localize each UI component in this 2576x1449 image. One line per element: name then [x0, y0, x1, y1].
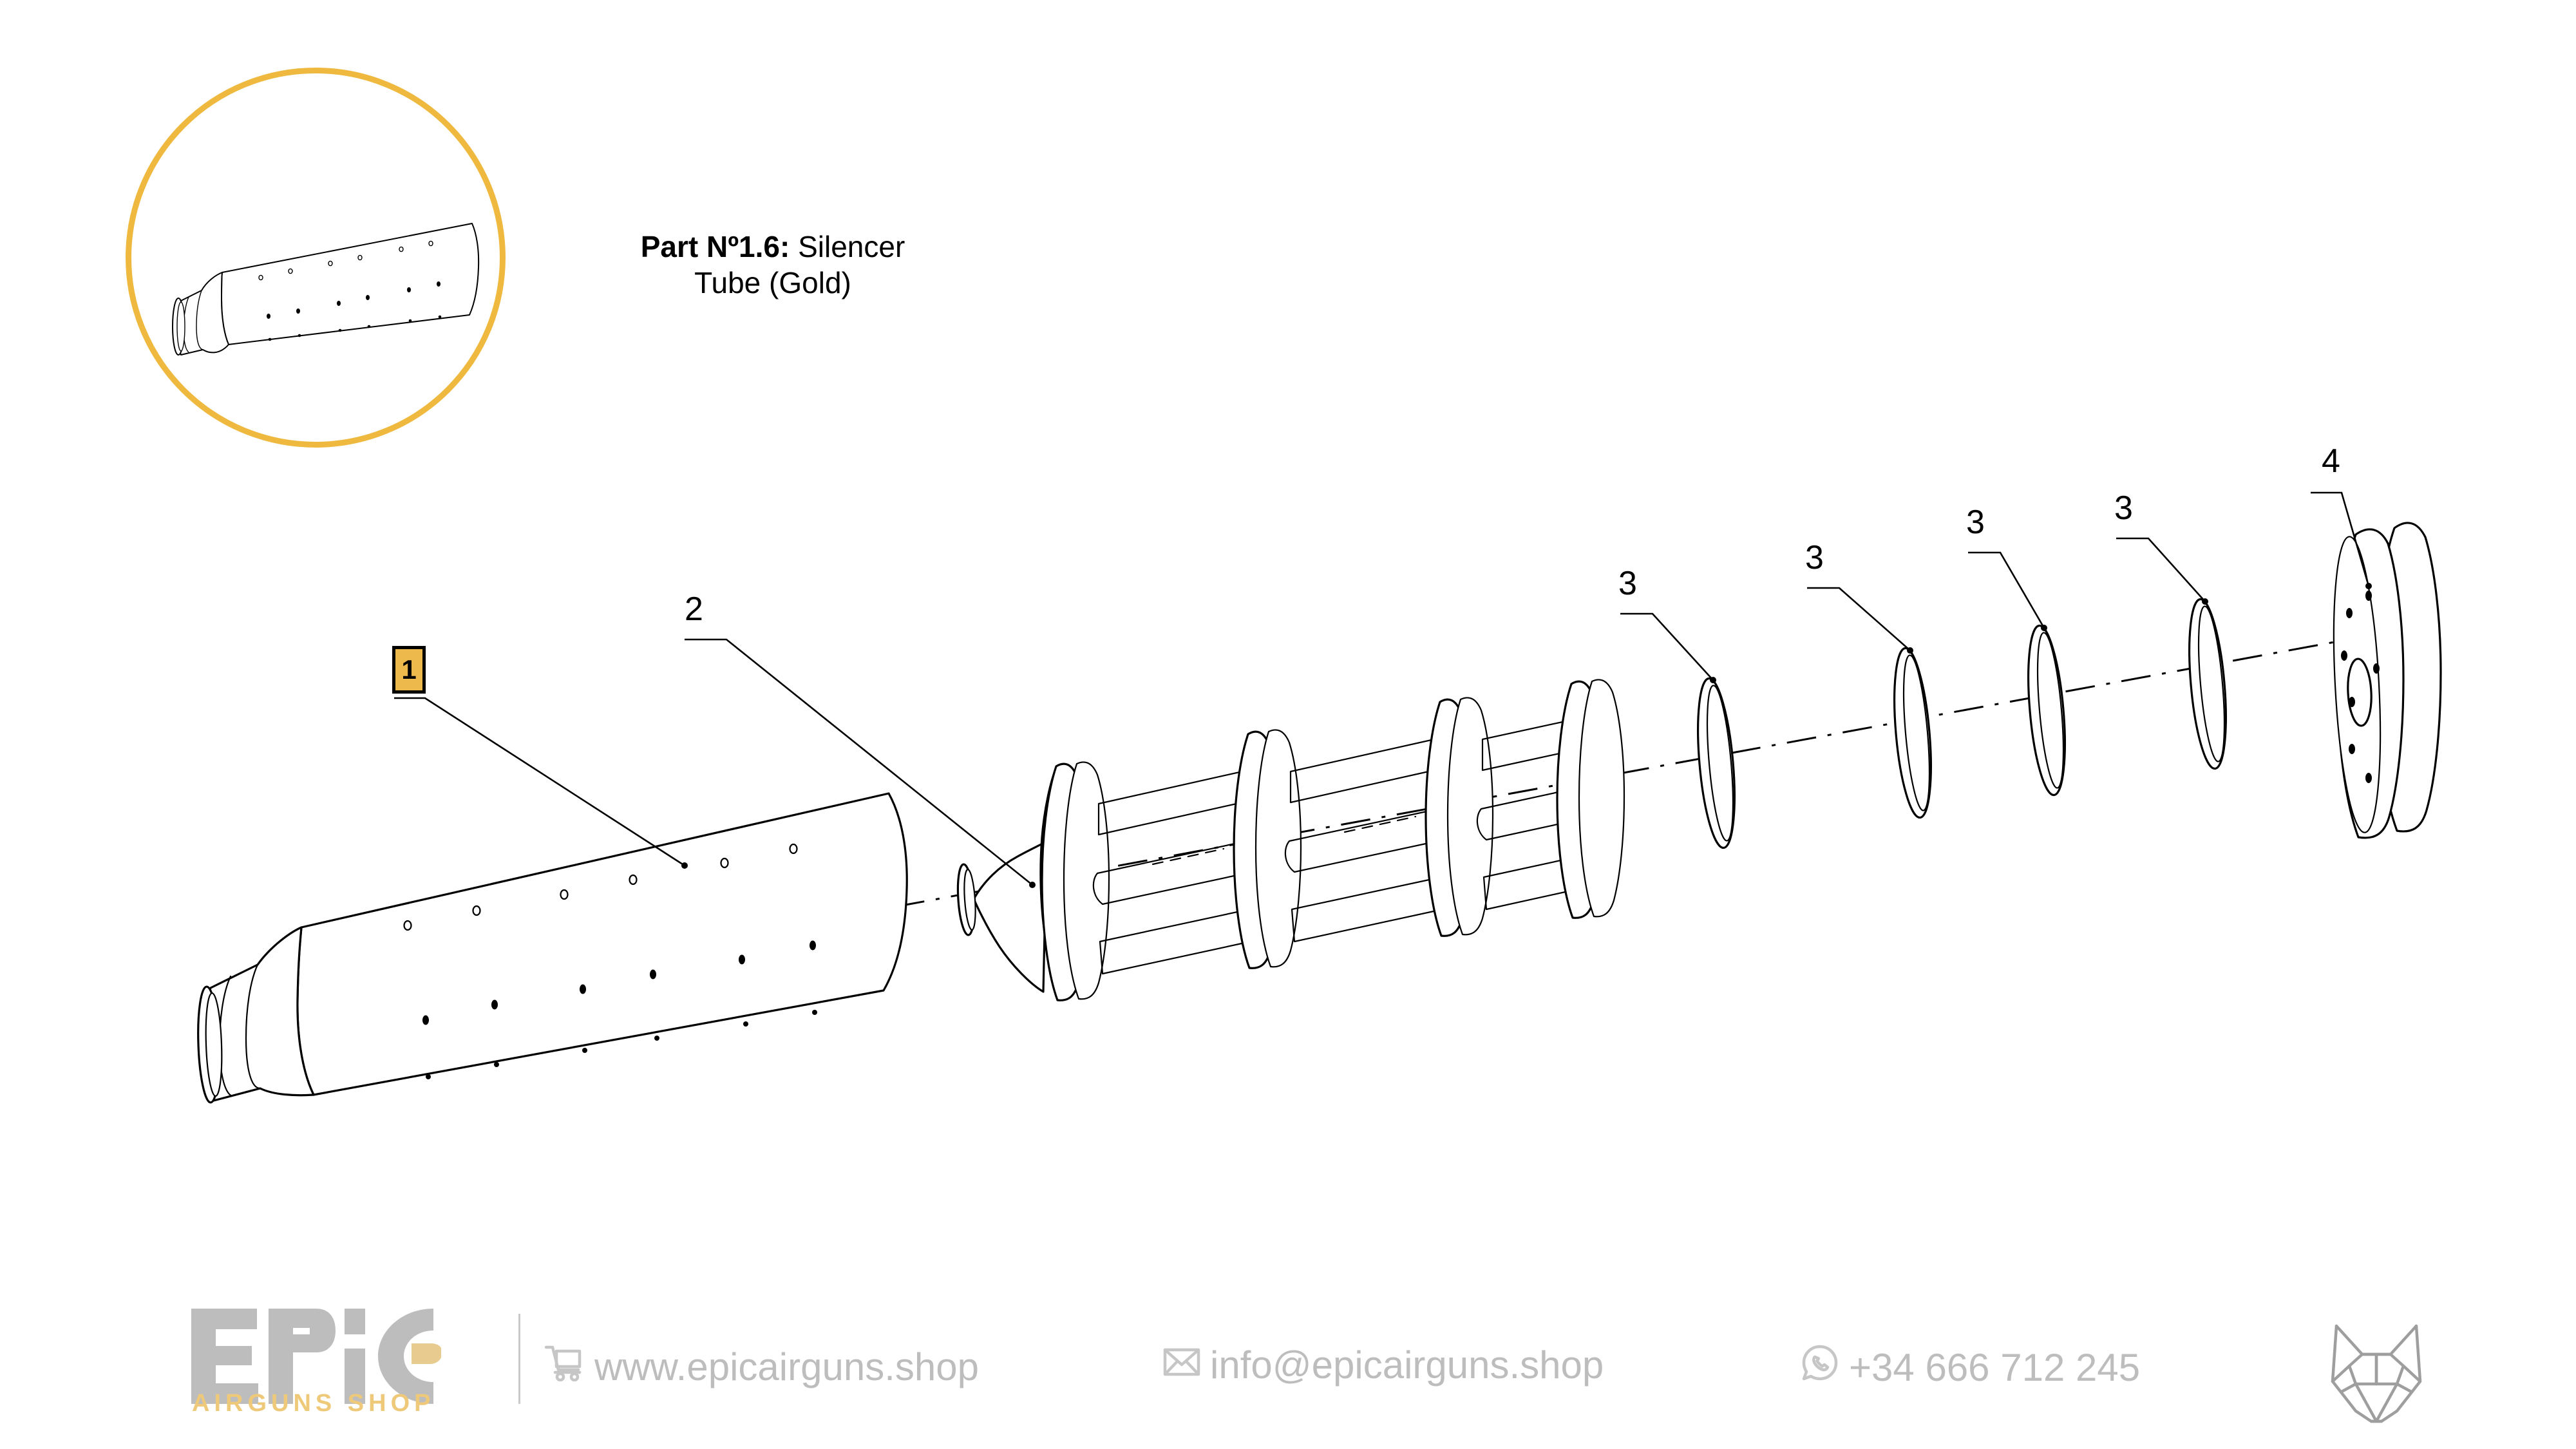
baffle-disc-rear	[1556, 679, 1625, 919]
footer-email[interactable]: info@epicairguns.shop	[1162, 1343, 1604, 1387]
detail-inset-ring	[126, 68, 506, 448]
callout-label-2[interactable]: 2	[685, 591, 703, 628]
part-4-end-cap	[2333, 522, 2442, 839]
whatsapp-icon	[1800, 1343, 1840, 1392]
part-3-o-rings	[1697, 598, 2227, 849]
page-footer: AIRGUNS SHOP www.epicairguns.shop	[0, 1282, 2576, 1449]
leader-line-2	[685, 638, 1036, 888]
callout-label-4[interactable]: 4	[2322, 442, 2340, 480]
part-2-baffle-stack	[956, 679, 1625, 1001]
detail-inset-artwork	[172, 223, 480, 355]
leader-line-4	[2311, 491, 2372, 589]
callout-label-3-b[interactable]: 3	[1805, 539, 1824, 576]
part-name-label: Silencer	[790, 230, 905, 263]
footer-divider	[518, 1314, 520, 1404]
footer-website-text: www.epicairguns.shop	[594, 1345, 979, 1388]
footer-phone-text: +34 666 712 245	[1849, 1345, 2141, 1389]
envelope-icon	[1162, 1343, 1201, 1387]
wolf-head-icon	[2331, 1324, 2422, 1423]
o-ring	[1697, 677, 1736, 849]
o-ring	[2188, 598, 2227, 770]
footer-email-text: info@epicairguns.shop	[1210, 1343, 1604, 1387]
centre-axis-line	[895, 633, 2377, 908]
callout-label-3-d[interactable]: 3	[2114, 489, 2133, 527]
page-title-line-1: Part Nº1.6: Silencer	[567, 229, 979, 265]
shopping-cart-icon	[544, 1343, 585, 1390]
footer-phone[interactable]: +34 666 712 245	[1800, 1343, 2140, 1392]
leader-lines-3	[1620, 537, 2208, 683]
tube-perforations-upper	[403, 843, 798, 931]
callout-badge-1[interactable]: 1	[392, 646, 426, 694]
o-ring	[2027, 624, 2066, 797]
page-title-line-2: Tube (Gold)	[694, 266, 851, 300]
part-number-label: Part Nº1.6:	[640, 230, 790, 263]
baffle-disc-middle-2	[1425, 697, 1494, 937]
detail-inset	[126, 68, 506, 448]
footer-website[interactable]: www.epicairguns.shop	[544, 1343, 979, 1390]
o-ring	[1893, 647, 1932, 819]
callout-label-3-a[interactable]: 3	[1618, 565, 1637, 602]
epic-logo	[191, 1309, 441, 1404]
tube-perforations-middle	[422, 940, 816, 1025]
callout-label-3-c[interactable]: 3	[1966, 504, 1985, 541]
page-title: Part Nº1.6: Silencer Tube (Gold)	[567, 229, 979, 301]
epic-logo-subtitle: AIRGUNS SHOP	[192, 1390, 435, 1417]
baffle-disc-middle-1	[1233, 729, 1302, 969]
tube-perforations-lower	[426, 1010, 817, 1079]
part-1-silencer-outer-tube	[197, 792, 908, 1104]
leader-line-1	[394, 697, 688, 869]
baffle-disc-front	[1041, 761, 1110, 1001]
